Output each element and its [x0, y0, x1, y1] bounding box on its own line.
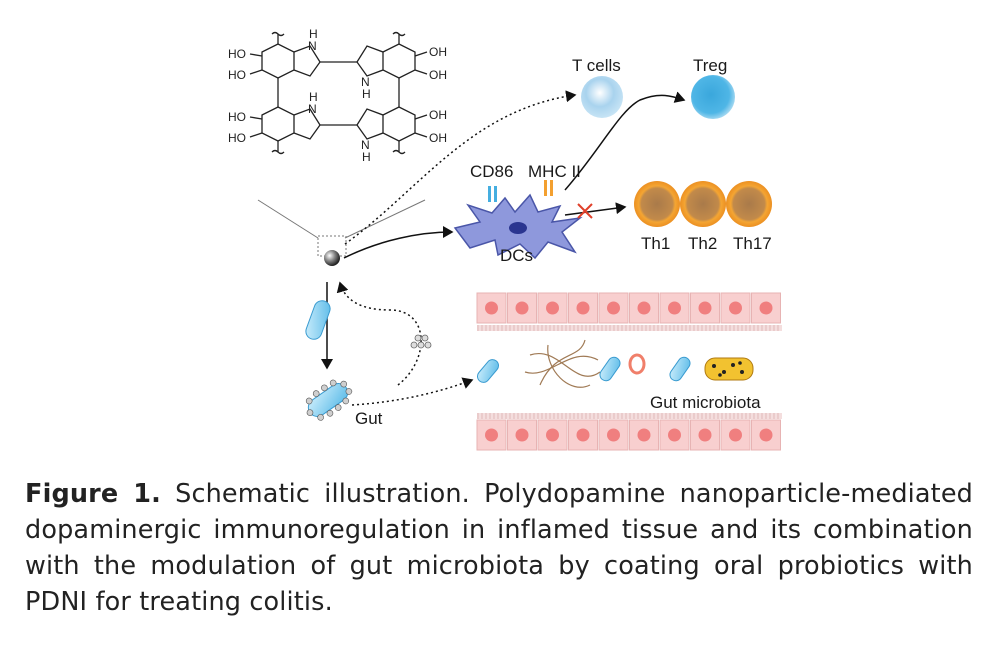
- t-cells-label: T cells: [572, 56, 621, 75]
- cd86-label: CD86: [470, 162, 513, 181]
- svg-text:HO: HO: [228, 47, 246, 61]
- svg-text:H: H: [362, 87, 371, 101]
- probiotic-bacterium: [305, 300, 331, 340]
- mhc2-label: MHC II: [528, 162, 581, 181]
- cell-nucleus: [759, 301, 773, 315]
- arrow-to-th-cells: [564, 202, 627, 216]
- cell-nucleus: [485, 428, 498, 442]
- treg-label: Treg: [693, 56, 727, 75]
- svg-text:OH: OH: [429, 131, 447, 145]
- svg-text:OH: OH: [429, 45, 447, 59]
- epithelial-cell: [690, 419, 720, 451]
- svg-text:N: N: [361, 75, 370, 89]
- cell-nucleus: [637, 428, 651, 442]
- cell-nucleus: [515, 428, 529, 442]
- th2-label: Th2: [688, 234, 717, 253]
- figure-label: Figure 1.: [25, 479, 161, 509]
- coated-probiotic: [305, 379, 353, 421]
- inhibition-cross: [577, 203, 593, 219]
- arrow-return-loop: [336, 281, 422, 386]
- hydroxyl-labels-right: OH OH OH OH: [429, 45, 447, 145]
- cd86-receptor: [488, 186, 497, 202]
- cell-nucleus: [698, 301, 712, 315]
- schematic-figure: HO HO HO HO OH OH OH OH H N N H H N N H: [228, 27, 782, 451]
- svg-text:H: H: [362, 150, 371, 164]
- gut-label: Gut: [355, 409, 383, 428]
- microvilli-border: [477, 325, 782, 331]
- treg-cell: [691, 75, 735, 119]
- gut-epithelium-bottom: [476, 413, 782, 451]
- th1-cell: [634, 181, 680, 227]
- cell-nucleus: [668, 301, 681, 315]
- gut-epithelium-top: [476, 292, 782, 331]
- cell-nucleus: [698, 428, 712, 442]
- gut-microbiota-label: Gut microbiota: [650, 393, 761, 412]
- svg-text:HO: HO: [228, 68, 246, 82]
- cell-nucleus: [668, 428, 681, 442]
- arrow-to-dcs: [343, 226, 454, 259]
- microvilli-border: [477, 413, 782, 419]
- caption-text: Schematic illustration. Polydopamine nan…: [25, 479, 973, 617]
- cell-nucleus: [607, 428, 620, 442]
- dendritic-cell: [453, 193, 583, 260]
- amine-labels: H N N H H N N H: [308, 27, 371, 164]
- epithelial-cell: [720, 419, 751, 451]
- zoom-cone: [257, 199, 426, 257]
- figure-caption: Figure 1. Schematic illustration. Polydo…: [25, 476, 973, 620]
- cell-nucleus: [729, 428, 742, 442]
- cell-nucleus: [576, 301, 590, 315]
- gut-microbiota: [477, 339, 754, 388]
- svg-text:OH: OH: [429, 68, 447, 82]
- arrow-to-treg: [564, 91, 686, 191]
- cell-nucleus: [485, 301, 498, 315]
- dcs-label: DCs: [500, 246, 533, 265]
- hydroxyl-labels-left: HO HO HO HO: [228, 47, 246, 145]
- cell-nucleus: [546, 428, 559, 442]
- cell-nucleus: [607, 301, 620, 315]
- cell-nucleus: [729, 301, 742, 315]
- svg-text:HO: HO: [228, 131, 246, 145]
- cell-nucleus: [546, 301, 559, 315]
- polydopamine-structure: [249, 31, 428, 155]
- nanoparticle: [324, 250, 340, 266]
- released-particles: [410, 334, 432, 349]
- th2-cell: [680, 181, 726, 227]
- svg-text:HO: HO: [228, 110, 246, 124]
- arrow-to-gut: [351, 377, 474, 406]
- th1-label: Th1: [641, 234, 670, 253]
- cell-nucleus: [515, 301, 529, 315]
- th17-cell: [726, 181, 772, 227]
- epithelial-cell: [629, 419, 659, 451]
- svg-text:H: H: [309, 27, 318, 41]
- epithelial-cell: [476, 292, 507, 324]
- svg-text:OH: OH: [429, 108, 447, 122]
- cell-nucleus: [576, 428, 590, 442]
- cell-nucleus: [637, 301, 651, 315]
- svg-text:H: H: [309, 90, 318, 104]
- arrow-to-t-cells: [344, 90, 577, 245]
- svg-text:N: N: [308, 102, 317, 116]
- svg-text:N: N: [308, 39, 317, 53]
- th17-label: Th17: [733, 234, 772, 253]
- svg-text:N: N: [361, 138, 370, 152]
- t-cell: [581, 76, 623, 118]
- mhc2-receptor: [544, 180, 553, 196]
- cell-nucleus: [759, 428, 773, 442]
- epithelial-cell: [690, 292, 720, 324]
